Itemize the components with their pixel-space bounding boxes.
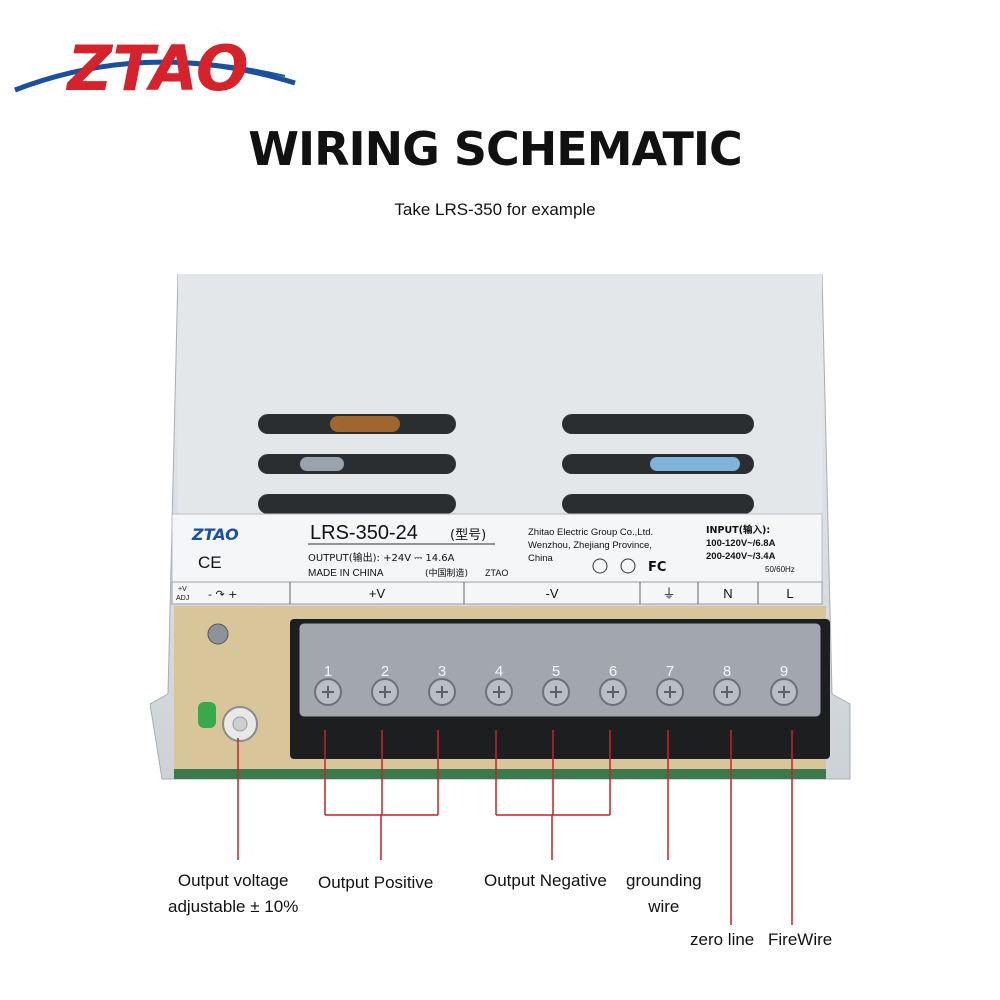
terminal-number-2: 2 bbox=[381, 663, 389, 680]
label-company-2: Wenzhou, Zhejiang Province, bbox=[528, 540, 652, 551]
strip-adj-marks: - ↷ + bbox=[208, 588, 237, 601]
led-indicator bbox=[198, 702, 216, 728]
terminal-number-8: 8 bbox=[723, 663, 731, 680]
terminal-screws: 1 2 3 4 5 6 7 8 9 bbox=[314, 663, 798, 706]
vent-slot bbox=[258, 454, 456, 474]
label-logo: ZTAO bbox=[191, 525, 239, 544]
strip-neutral: N bbox=[723, 586, 732, 601]
strip-adj-bottom: ADJ bbox=[176, 595, 189, 602]
screw-slot-icon bbox=[721, 686, 733, 698]
screw-slot-icon bbox=[322, 686, 334, 698]
cert-mark-icon bbox=[592, 558, 608, 574]
strip-vpos: +V bbox=[369, 586, 386, 601]
vent-slot bbox=[258, 494, 456, 514]
terminal-number-6: 6 bbox=[609, 663, 617, 680]
callout-grounding-line-2: wire bbox=[648, 897, 680, 916]
terminal-number-9: 9 bbox=[780, 663, 788, 680]
screw-slot-icon bbox=[436, 686, 448, 698]
callout-adjust-line-1: Output voltage bbox=[177, 871, 289, 890]
terminal-number-4: 4 bbox=[495, 663, 503, 680]
label-company-1: Zhitao Electric Group Co.,Ltd. bbox=[528, 527, 653, 538]
power-supply-illustration: ZTAO CE LRS-350-24 (型号) OUTPUT(输出): +24V… bbox=[150, 274, 851, 780]
label-input-title: INPUT(输入): bbox=[706, 524, 770, 536]
screw-head bbox=[207, 623, 229, 645]
label-made-in: MADE IN CHINA bbox=[308, 568, 384, 579]
label-made-in-cn: (中国制造) bbox=[425, 567, 468, 579]
label-company-3: China bbox=[528, 553, 554, 564]
adjust-potentiometer-slot bbox=[232, 716, 248, 732]
ztao-logo: ZTAO bbox=[14, 32, 296, 105]
label-input-2: 200-240V~/3.4A bbox=[706, 551, 776, 562]
screw-slot-icon bbox=[379, 686, 391, 698]
recycle-mark-icon bbox=[620, 558, 636, 574]
screw-slot-icon bbox=[550, 686, 562, 698]
callout-grounding-line-1: grounding bbox=[626, 871, 702, 890]
screw-slot-icon bbox=[607, 686, 619, 698]
strip-vneg: -V bbox=[546, 586, 559, 601]
terminal-number-1: 1 bbox=[324, 663, 332, 680]
label-made-brand: ZTAO bbox=[485, 568, 508, 578]
terminal-number-5: 5 bbox=[552, 663, 560, 680]
strip-line: L bbox=[786, 586, 793, 601]
strip-ground-icon: ⏚ bbox=[662, 587, 675, 602]
vent-slots-right bbox=[562, 414, 754, 514]
terminal-strip bbox=[171, 581, 823, 605]
pcb-edge bbox=[174, 769, 826, 779]
screw-slot-icon bbox=[664, 686, 676, 698]
callout-output-positive: Output Positive bbox=[318, 873, 434, 892]
callout-zero-line: zero line bbox=[690, 930, 755, 949]
callout-output-negative: Output Negative bbox=[484, 871, 607, 890]
label-output: OUTPUT(输出): +24V ⎓ 14.6A bbox=[308, 551, 455, 564]
terminal-number-3: 3 bbox=[438, 663, 446, 680]
vent-slot bbox=[562, 494, 754, 514]
screw-slot-icon bbox=[493, 686, 505, 698]
label-model-suffix: (型号) bbox=[450, 528, 486, 543]
vent-slot bbox=[562, 414, 754, 434]
page-title: WIRING SCHEMATIC bbox=[248, 122, 743, 176]
cap-glimpse bbox=[300, 457, 344, 471]
callout-firewire: FireWire bbox=[768, 930, 833, 949]
screw-slot-icon bbox=[778, 686, 790, 698]
label-ce: CE bbox=[198, 553, 222, 572]
board-glimpse bbox=[650, 457, 740, 471]
coil-glimpse bbox=[330, 416, 400, 432]
label-model: LRS-350-24 bbox=[310, 522, 418, 544]
label-input-freq: 50/60Hz bbox=[765, 565, 795, 574]
callout-grounding: grounding wire bbox=[626, 868, 702, 920]
strip-adj-top: +V bbox=[178, 586, 187, 593]
terminal-number-7: 7 bbox=[666, 663, 674, 680]
label-fc: FC bbox=[648, 560, 666, 575]
page-subtitle: Take LRS-350 for example bbox=[394, 200, 596, 219]
logo-text: ZTAO bbox=[65, 32, 248, 105]
logo-swoosh-inner bbox=[49, 60, 286, 79]
label-input-1: 100-120V~/6.8A bbox=[706, 538, 776, 549]
callout-adjust: Output voltage adjustable ± 10% bbox=[168, 868, 298, 920]
callout-adjust-line-2: adjustable ± 10% bbox=[168, 897, 299, 916]
